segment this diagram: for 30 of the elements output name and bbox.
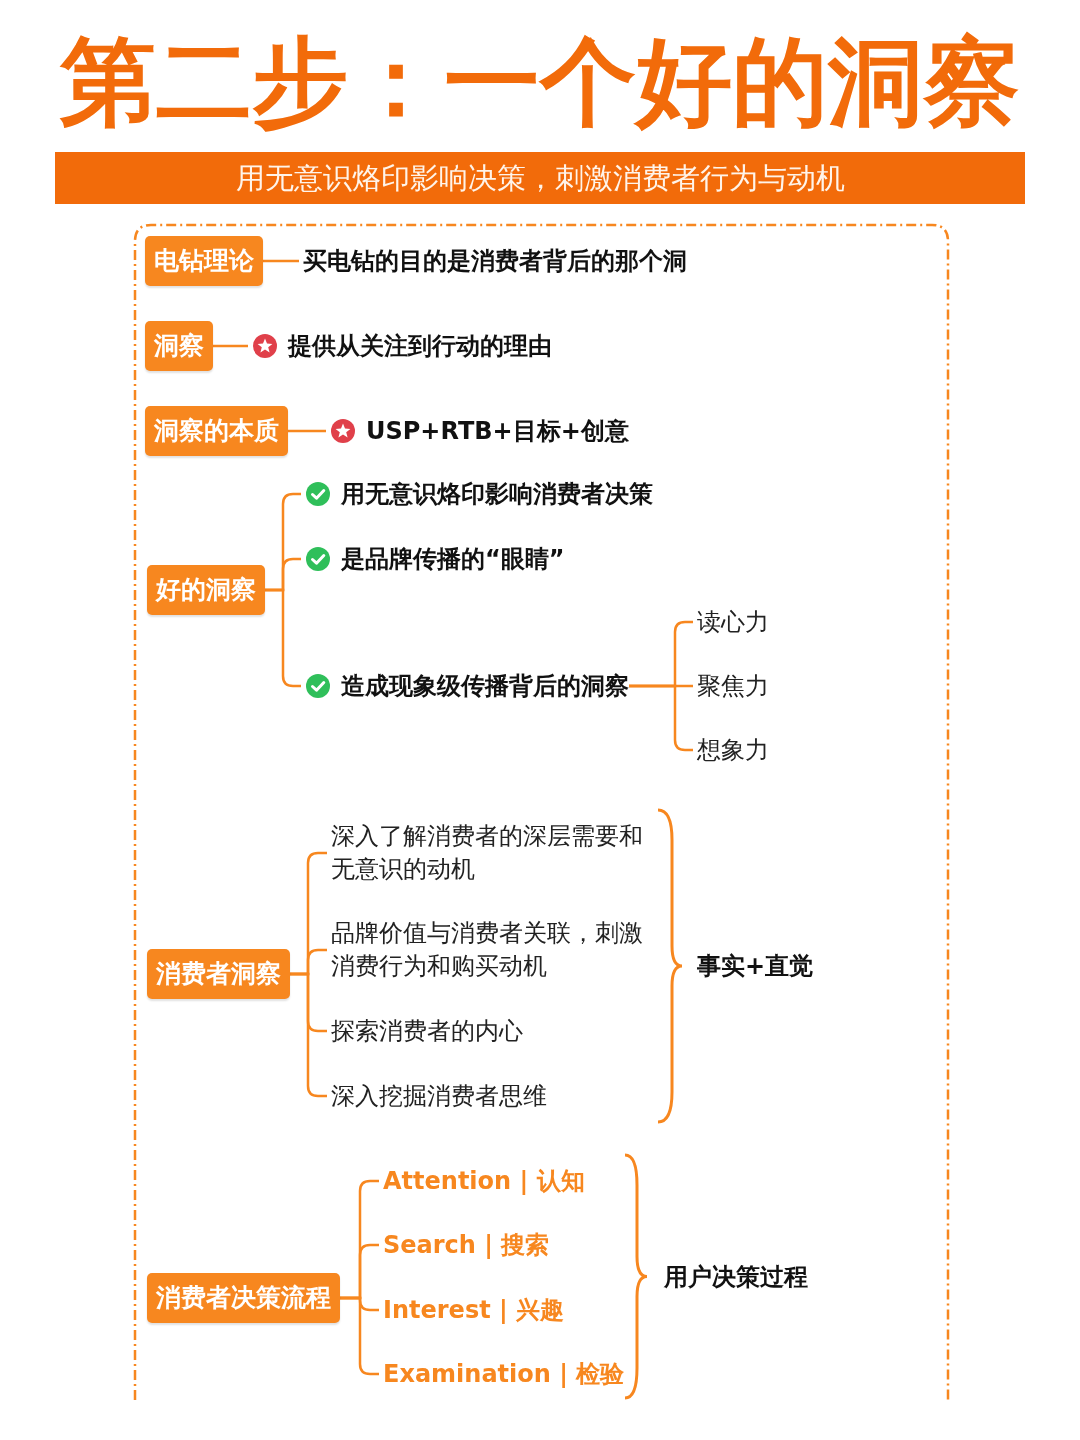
topic-box: 洞察的本质 [145, 406, 288, 456]
connector-line [263, 259, 299, 263]
connector-line [213, 344, 248, 348]
item-text: 提供从关注到行动的理由 [288, 331, 552, 362]
item-text: 聚焦力 [697, 670, 769, 702]
step-text: Attention | 认知 [383, 1165, 585, 1197]
item-text: 品牌价值与消费者关联，刺激消费行为和购买动机 [331, 917, 651, 983]
connector-line [288, 429, 326, 433]
topic-box: 洞察 [145, 321, 213, 371]
item-text: 探索消费者的内心 [331, 1015, 523, 1047]
subtitle-banner: 用无意识烙印影响决策，刺激消费者行为与动机 [55, 152, 1025, 204]
step-text: Interest | 兴趣 [383, 1294, 565, 1326]
step-text: Search | 搜索 [383, 1229, 550, 1261]
item-text: 是品牌传播的“眼睛” [341, 544, 565, 575]
topic-box: 消费者决策流程 [147, 1273, 340, 1323]
step-text: Examination | 检验 [383, 1358, 625, 1390]
item-text: 买电钻的目的是消费者背后的那个洞 [303, 245, 687, 277]
item-text: USP+RTB+目标+创意 [366, 416, 629, 447]
item-text: 想象力 [697, 734, 769, 766]
item-text: 读心力 [697, 606, 769, 638]
summary-text: 事实+直觉 [697, 951, 814, 982]
topic-box: 消费者洞察 [147, 949, 290, 999]
title: 第二步：一个好的洞察 [59, 25, 1021, 140]
topic-box: 电钻理论 [145, 236, 263, 286]
summary-text: 用户决策过程 [664, 1262, 808, 1293]
topic-box: 好的洞察 [147, 565, 265, 615]
item-text: 深入挖掘消费者思维 [331, 1080, 547, 1112]
item-text: 用无意识烙印影响消费者决策 [341, 479, 653, 510]
item-text: 深入了解消费者的深层需要和无意识的动机 [331, 820, 651, 886]
item-text: 造成现象级传播背后的洞察 [341, 671, 629, 702]
